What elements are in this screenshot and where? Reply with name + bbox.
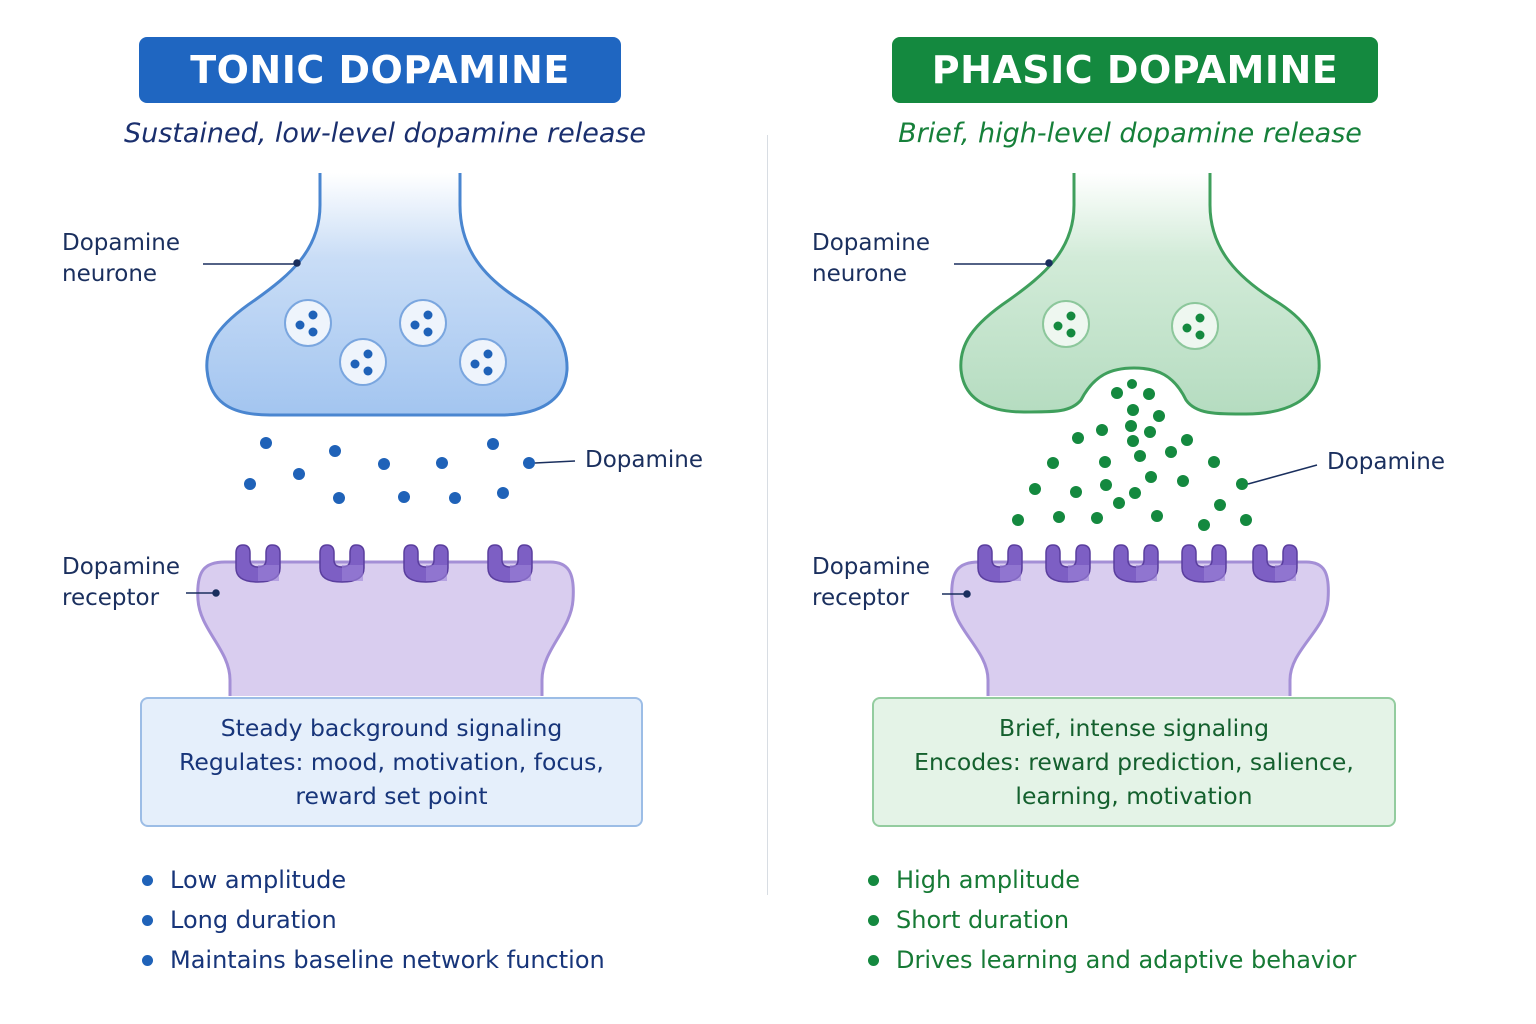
phasic-leader-lines bbox=[942, 259, 1318, 598]
label-line: neurone bbox=[62, 261, 158, 287]
phasic-postsynaptic-membrane bbox=[950, 560, 1330, 696]
phasic-receptor-label: Dopamine receptor bbox=[812, 552, 930, 614]
panel-divider bbox=[767, 135, 768, 895]
bullet-text: Maintains baseline network function bbox=[170, 946, 605, 974]
label-line: Dopamine bbox=[62, 230, 180, 256]
receptor bbox=[977, 544, 1023, 583]
receptor bbox=[235, 544, 281, 583]
tonic-dopamine-receptors bbox=[235, 544, 533, 583]
tonic-neurone-label: Dopamine neurone bbox=[62, 228, 180, 290]
tonic-synapse-diagram bbox=[186, 173, 576, 696]
tonic-neurone-terminal bbox=[205, 173, 569, 417]
info-line: Encodes: reward prediction, salience, bbox=[914, 748, 1354, 776]
bullet-icon bbox=[868, 874, 879, 886]
list-item: Maintains baseline network function bbox=[142, 940, 605, 980]
receptor bbox=[1252, 544, 1298, 583]
label-line: Dopamine bbox=[812, 230, 930, 256]
label-line: receptor bbox=[812, 585, 910, 611]
tonic-dopamine-molecules bbox=[244, 437, 535, 504]
info-line: learning, motivation bbox=[1015, 782, 1253, 810]
tonic-bullet-list: Low amplitude Long duration Maintains ba… bbox=[142, 860, 605, 980]
vesicle bbox=[1042, 300, 1090, 348]
bullet-icon bbox=[868, 914, 879, 926]
phasic-dopamine-label: Dopamine bbox=[1327, 449, 1445, 475]
vesicle bbox=[339, 338, 387, 386]
vesicle bbox=[284, 299, 332, 347]
phasic-info-box: Brief, intense signaling Encodes: reward… bbox=[872, 697, 1396, 827]
vesicle bbox=[399, 299, 447, 347]
info-line: Steady background signaling bbox=[220, 714, 563, 742]
bullet-icon bbox=[142, 914, 153, 926]
info-line: reward set point bbox=[295, 782, 488, 810]
info-line: Brief, intense signaling bbox=[999, 714, 1269, 742]
phasic-subtitle: Brief, high-level dopamine release bbox=[898, 118, 1362, 149]
tonic-title: TONIC DOPAMINE bbox=[139, 37, 621, 103]
receptor bbox=[1113, 544, 1159, 583]
vesicle bbox=[1171, 302, 1219, 350]
label-line: Dopamine bbox=[62, 554, 180, 580]
phasic-bullet-list: High amplitude Short duration Drives lea… bbox=[868, 860, 1356, 980]
receptor bbox=[1045, 544, 1091, 583]
phasic-dopamine-molecules bbox=[1012, 379, 1252, 531]
tonic-leader-lines bbox=[186, 259, 576, 597]
label-line: neurone bbox=[812, 261, 908, 287]
list-item: Long duration bbox=[142, 900, 605, 940]
tonic-postsynaptic-membrane bbox=[196, 560, 575, 696]
receptor bbox=[403, 544, 449, 583]
list-item: Low amplitude bbox=[142, 860, 605, 900]
phasic-title: PHASIC DOPAMINE bbox=[892, 37, 1378, 103]
tonic-info-box: Steady background signaling Regulates: m… bbox=[140, 697, 643, 827]
bullet-text: Drives learning and adaptive behavior bbox=[896, 946, 1357, 974]
phasic-neurone-label: Dopamine neurone bbox=[812, 228, 930, 290]
bullet-text: Low amplitude bbox=[170, 866, 347, 894]
label-line: Dopamine bbox=[812, 554, 930, 580]
bullet-text: Long duration bbox=[170, 906, 337, 934]
receptor bbox=[319, 544, 365, 583]
tonic-vesicles bbox=[284, 299, 507, 386]
tonic-receptor-label: Dopamine receptor bbox=[62, 552, 180, 614]
tonic-panel: TONIC DOPAMINE Sustained, low-level dopa… bbox=[0, 0, 760, 1024]
phasic-dopamine-receptors bbox=[977, 544, 1298, 583]
phasic-synapse-diagram bbox=[942, 173, 1330, 696]
bullet-icon bbox=[868, 954, 879, 966]
receptor bbox=[487, 544, 533, 583]
list-item: Drives learning and adaptive behavior bbox=[868, 940, 1356, 980]
list-item: High amplitude bbox=[868, 860, 1356, 900]
phasic-vesicles bbox=[1042, 300, 1219, 350]
list-item: Short duration bbox=[868, 900, 1356, 940]
bullet-icon bbox=[142, 954, 153, 966]
label-line: receptor bbox=[62, 585, 160, 611]
vesicle bbox=[459, 338, 507, 386]
phasic-panel: PHASIC DOPAMINE Brief, high-level dopami… bbox=[776, 0, 1536, 1024]
info-line: Regulates: mood, motivation, focus, bbox=[179, 748, 604, 776]
phasic-neurone-terminal bbox=[959, 173, 1321, 416]
tonic-subtitle: Sustained, low-level dopamine release bbox=[123, 118, 647, 149]
bullet-text: Short duration bbox=[896, 906, 1070, 934]
receptor bbox=[1181, 544, 1227, 583]
bullet-text: High amplitude bbox=[896, 866, 1081, 894]
tonic-dopamine-label: Dopamine bbox=[585, 447, 703, 473]
bullet-icon bbox=[142, 874, 153, 886]
